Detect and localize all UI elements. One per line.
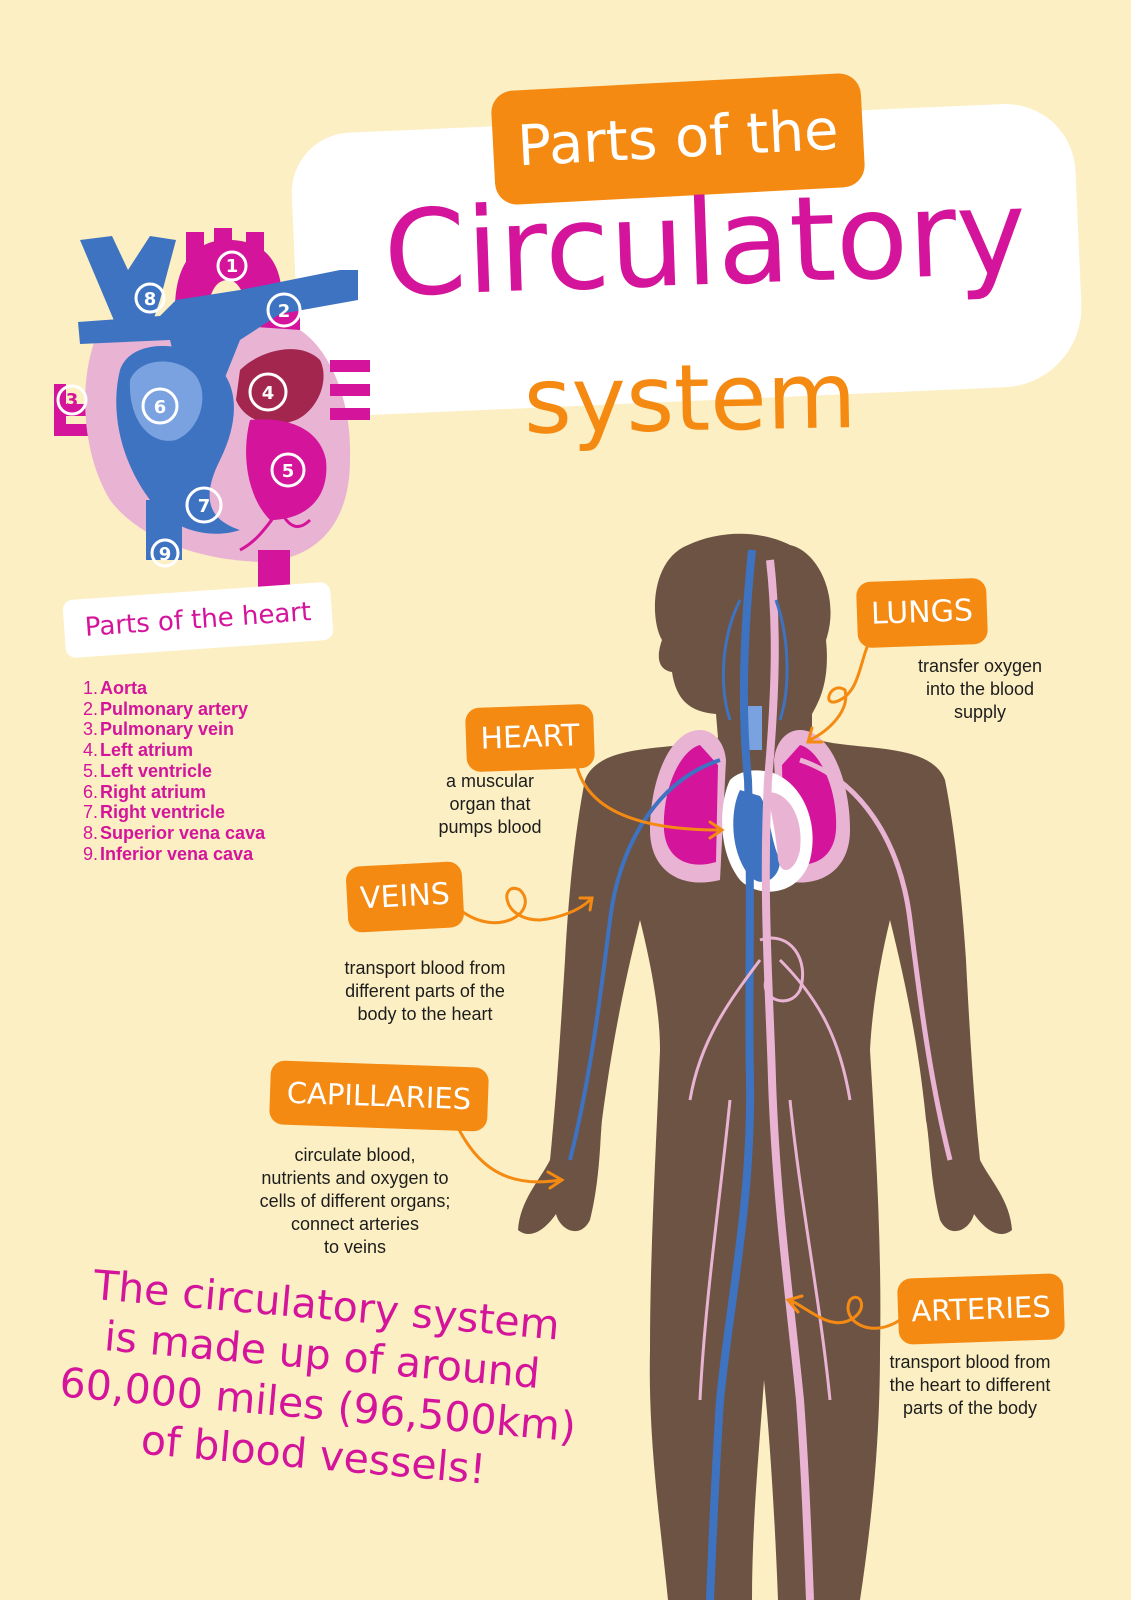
lungs-tag: LUNGS xyxy=(855,577,989,649)
heart-marker-9: 9 xyxy=(159,544,172,565)
list-item: 8.Superior vena cava xyxy=(82,822,266,843)
arteries-tag: ARTERIES xyxy=(896,1273,1066,1345)
heart-marker-3: 3 xyxy=(66,390,79,411)
list-item: 9.Inferior vena cava xyxy=(82,843,254,864)
heart-marker-1: 1 xyxy=(226,256,239,277)
capillaries-tag: CAPILLARIES xyxy=(268,1060,490,1132)
heart-marker-4: 4 xyxy=(262,383,275,404)
list-item: 5.Left ventricle xyxy=(82,760,213,781)
list-item: 1.Aorta xyxy=(82,678,148,698)
heart-marker-6: 6 xyxy=(154,397,167,418)
heart-marker-8: 8 xyxy=(144,289,157,310)
heart-parts-list: 1.Aorta 2.Pulmonary artery 3.Pulmonary v… xyxy=(78,678,265,864)
body-silhouette xyxy=(518,533,1012,1600)
heart-marker-7: 7 xyxy=(198,496,211,517)
list-item: 2.Pulmonary artery xyxy=(82,698,249,719)
list-item: 3.Pulmonary vein xyxy=(82,719,235,740)
veins-tag: VEINS xyxy=(345,861,465,933)
list-item: 4.Left atrium xyxy=(82,740,194,761)
list-item: 7.Right ventricle xyxy=(82,802,226,823)
heart-tag: HEART xyxy=(464,703,596,773)
heart-marker-2: 2 xyxy=(278,301,291,322)
list-item: 6.Right atrium xyxy=(82,781,206,802)
heart-marker-5: 5 xyxy=(282,461,295,482)
